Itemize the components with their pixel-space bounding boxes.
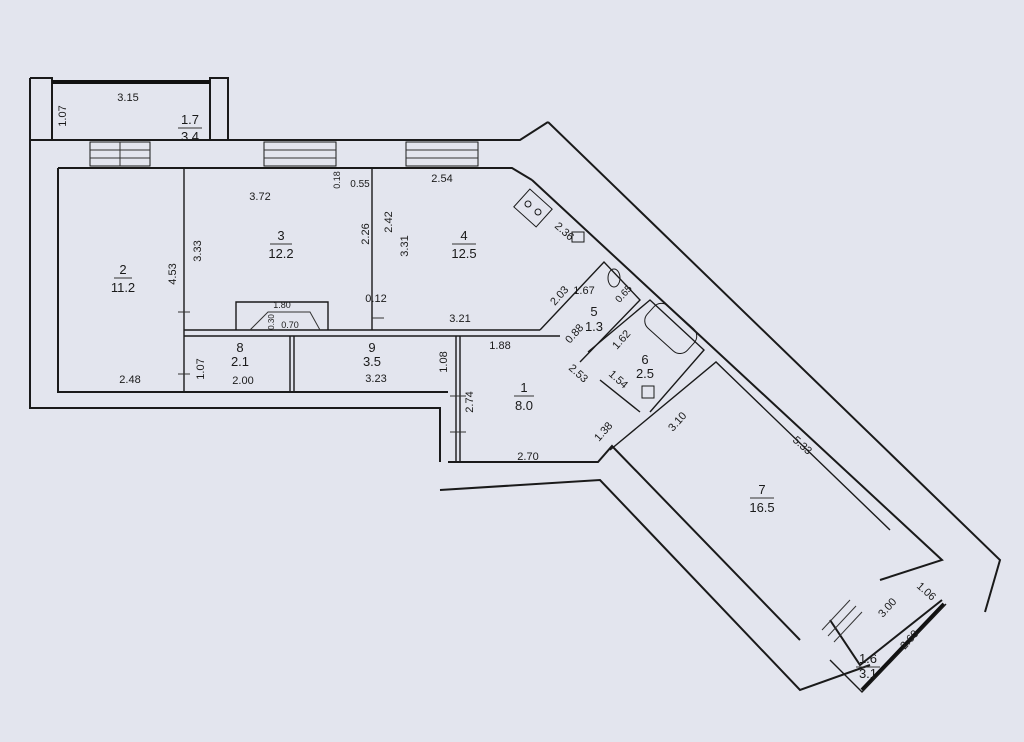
window-marks (89, 141, 479, 167)
dimension-label: 0.12 (365, 293, 386, 305)
dimension-label: 2.26 (360, 223, 372, 244)
room-number: 4 (460, 228, 467, 243)
room-number: 7 (758, 482, 765, 497)
dimension-label: 1.08 (438, 351, 450, 372)
dimension-label: 1.06 (914, 580, 938, 603)
washbasin-icon (641, 385, 655, 399)
bottom-diagonal-inner (448, 444, 801, 641)
dimension-label: 0.18 (332, 171, 342, 189)
room-area: 12.2 (268, 246, 293, 261)
dimension-label: 3.23 (365, 373, 386, 385)
dimension-label: 2.53 (566, 362, 590, 385)
dimension-label: 2.48 (119, 374, 140, 386)
room-area: 8.0 (515, 398, 533, 413)
dimension-label: 3.15 (117, 92, 138, 104)
room-area: 12.5 (451, 246, 476, 261)
bottom-diagonal-outer (439, 478, 871, 692)
top-facade-inner (58, 167, 533, 181)
partitions (183, 168, 891, 531)
room-labels: 1.7 3.4 2 11.2 3 12.2 4 12.5 5 1.3 6 2.5… (111, 112, 880, 681)
outer-wall-left (29, 78, 441, 462)
top-facade-outer (30, 121, 549, 141)
room-area: 11.2 (111, 280, 135, 295)
stove-icon (513, 188, 553, 228)
balcony-16-rail (860, 602, 946, 692)
room-number: 1.6 (859, 651, 877, 666)
dimension-label: 3.31 (399, 235, 411, 256)
balcony-door-marks (821, 599, 863, 643)
dimension-label: 1.67 (573, 285, 594, 297)
room-number: 3 (277, 228, 284, 243)
dimension-label: 1.07 (57, 105, 69, 126)
dimension-label: 2.00 (232, 375, 253, 387)
dimension-label: 3.00 (876, 596, 899, 620)
room-area: 2.5 (636, 366, 654, 381)
burner-icon (534, 208, 542, 216)
room-area: 3.5 (363, 354, 381, 369)
room-area: 16.5 (749, 500, 774, 515)
dimension-label: 1.88 (489, 340, 510, 352)
diagonal-facade-outer (547, 121, 1002, 613)
inner-wall-left (57, 168, 448, 393)
dimension-label: 1.07 (195, 358, 207, 379)
toilet-icon (607, 268, 621, 288)
dimension-label: 0.88 (563, 322, 586, 346)
dimension-label: 2.54 (431, 173, 452, 185)
dimension-label: 3.10 (666, 410, 689, 434)
room-number: 1 (520, 380, 527, 395)
room-number: 2 (119, 262, 126, 277)
room-area: 2.1 (231, 354, 249, 369)
burner-icon (524, 200, 532, 208)
room-area: 1.3 (585, 319, 603, 334)
dimension-label: 2.70 (517, 451, 538, 463)
dimension-label: 0.70 (281, 320, 299, 330)
room-number: 1.7 (181, 112, 199, 127)
dimension-label: 1.62 (610, 328, 633, 352)
room-number: 6 (641, 352, 648, 367)
balcony-16-outline (829, 603, 947, 694)
dimension-ticks (178, 311, 466, 433)
sink-icon (571, 231, 585, 243)
bathtub-icon (644, 302, 698, 355)
niche (235, 301, 329, 330)
dimension-label: 2.42 (383, 211, 395, 232)
dimension-label: 3.33 (192, 240, 204, 261)
dimension-label: 0.55 (350, 179, 370, 190)
walls (29, 77, 1002, 694)
room-number: 5 (590, 304, 597, 319)
dimension-label: 3.72 (249, 191, 270, 203)
dimension-label: 4.53 (167, 263, 179, 284)
dimension-label: 0.30 (267, 314, 276, 330)
dimension-label: 1.38 (592, 420, 615, 444)
dimension-label: 2.03 (548, 284, 571, 308)
dimension-label: 2.74 (464, 391, 476, 412)
room-area: 3.4 (181, 129, 199, 144)
dimension-label: 3.21 (449, 313, 470, 325)
dimension-label: 1.80 (273, 300, 291, 310)
room-number: 8 (236, 340, 243, 355)
room-area: 3.1 (859, 666, 877, 681)
room-number: 9 (368, 340, 375, 355)
